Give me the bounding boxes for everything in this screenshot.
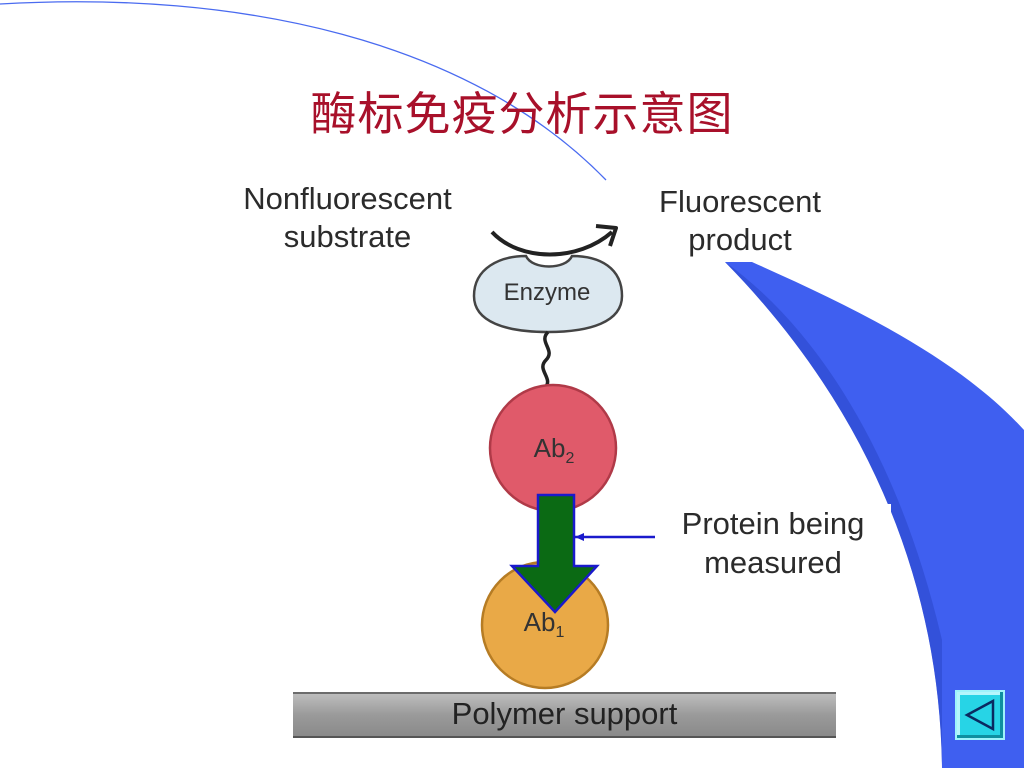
linker-squiggle	[541, 330, 551, 390]
decor-thin-curve	[0, 1, 607, 181]
decor-blue-swoosh	[725, 262, 1024, 768]
ab2-label-base: Ab	[533, 433, 566, 463]
protein-label: Protein being measured	[655, 504, 891, 582]
polymer-support: Polymer support	[293, 692, 836, 738]
product-label: Fluorescent product	[630, 183, 850, 259]
ab2-label-sub: 2	[565, 450, 575, 468]
substrate-label-line2: substrate	[283, 219, 412, 254]
substrate-label: Nonfluorescent substrate	[200, 180, 495, 256]
enzyme-shape	[472, 254, 624, 334]
reaction-arrow	[490, 230, 614, 257]
product-label-line2: product	[688, 222, 792, 257]
ab1-label-sub: 1	[555, 624, 565, 642]
polymer-support-label: Polymer support	[451, 696, 678, 731]
reaction-arrowhead	[595, 224, 618, 247]
ab1-label-base: Ab	[523, 607, 556, 637]
protein-label-line2: measured	[704, 545, 842, 580]
product-label-line1: Fluorescent	[659, 184, 821, 219]
protein-label-line1: Protein being	[681, 506, 865, 541]
protein-pointer-tip	[575, 533, 584, 541]
ab2-label: Ab2	[504, 433, 604, 468]
back-nav-button[interactable]	[955, 690, 1005, 740]
back-triangle-icon	[964, 698, 995, 732]
decor-swoosh-shade	[725, 262, 942, 768]
enzyme-label: Enzyme	[503, 279, 591, 306]
slide-title: 酶标免疫分析示意图	[310, 87, 734, 141]
ab1-label: Ab1	[494, 607, 594, 642]
protein-arrow	[509, 493, 600, 614]
substrate-label-line1: Nonfluorescent	[243, 181, 452, 216]
